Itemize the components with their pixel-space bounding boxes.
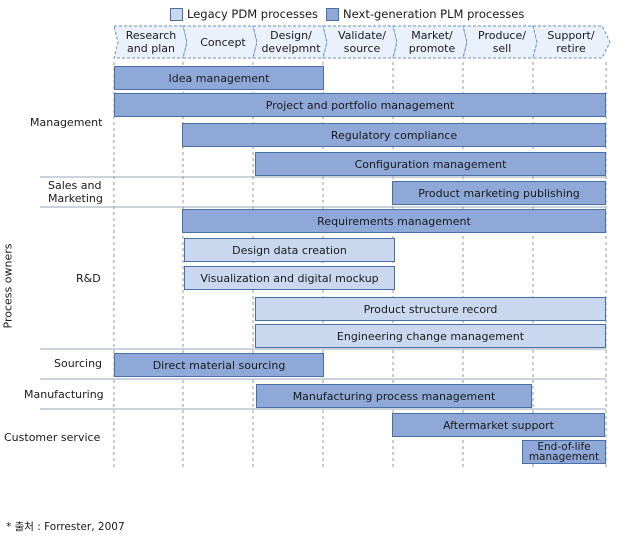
bar-project-portfolio-management: Project and portfolio management: [114, 93, 606, 117]
next-gen-swatch: [326, 7, 340, 21]
legacy-swatch: [170, 7, 183, 21]
owner-sales-marketing: Sales and Marketing: [48, 179, 103, 205]
owner-manufacturing: Manufacturing: [24, 388, 104, 401]
owner-sourcing: Sourcing: [54, 357, 103, 370]
phase-support: Support/ retire: [547, 29, 595, 55]
bar-end-of-life-management: End-of-life management: [522, 440, 606, 464]
bar-configuration-management: Configuration management: [255, 152, 606, 176]
phase-chevron-7: [532, 25, 611, 59]
legend-next-label: Next-generation PLM processes: [343, 7, 525, 21]
bar-direct-material-sourcing: Direct material sourcing: [114, 353, 324, 377]
legend-legacy-label: Legacy PDM processes: [187, 7, 319, 21]
source-note: * 출처 : Forrester, 2007: [6, 521, 125, 533]
bar-product-structure-record: Product structure record: [255, 297, 606, 321]
phase-design: Design/ develpmnt: [261, 29, 321, 55]
axis-title: Process owners: [1, 243, 15, 329]
bar-design-data-creation: Design data creation: [184, 238, 395, 262]
phase-concept: Concept: [200, 36, 246, 49]
bar-engineering-change-management: Engineering change management: [255, 324, 606, 348]
bar-idea-management: Idea management: [114, 66, 324, 90]
owner-rnd: R&D: [76, 272, 101, 285]
phase-validate: Validate/ source: [337, 29, 387, 55]
phase-produce: Produce/ sell: [478, 29, 526, 55]
phase-research-plan: Research and plan: [125, 29, 177, 55]
bar-visualization-digital-mockup: Visualization and digital mockup: [184, 266, 395, 290]
owner-customer-service: Customer service: [4, 431, 101, 444]
bar-product-marketing-publishing: Product marketing publishing: [392, 181, 606, 205]
legend: Legacy PDM processes Next-generation PLM…: [170, 7, 524, 21]
bar-manufacturing-process-management: Manufacturing process management: [256, 384, 532, 408]
bar-aftermarket-support: Aftermarket support: [392, 413, 605, 437]
phase-market: Market/ promote: [408, 29, 456, 55]
bar-regulatory-compliance: Regulatory compliance: [182, 123, 606, 147]
owner-management: Management: [30, 116, 103, 129]
bar-requirements-management: Requirements management: [182, 209, 606, 233]
